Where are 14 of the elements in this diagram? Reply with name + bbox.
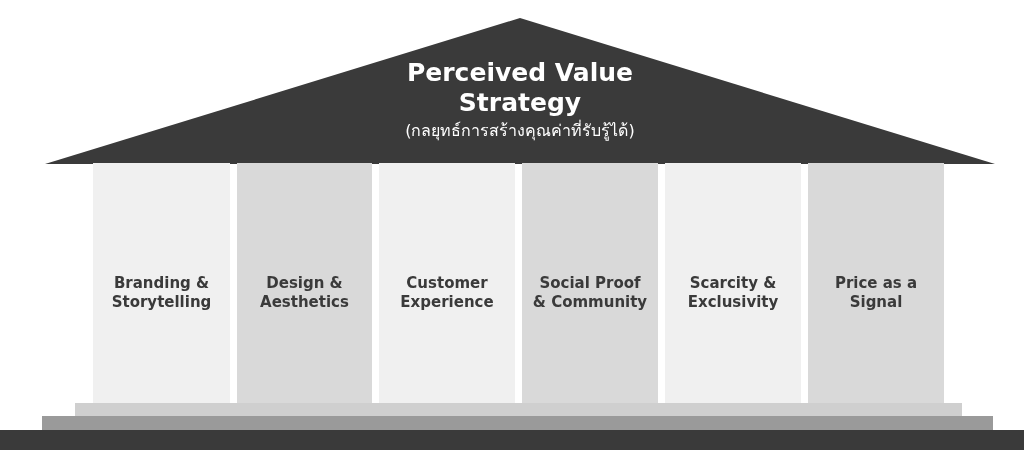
- pillar-column: [379, 163, 515, 403]
- pillar-label: Scarcity & Exclusivity: [686, 274, 780, 312]
- pillar-label: Price as a Signal: [833, 274, 919, 312]
- pillar-label: Social Proof & Community: [531, 274, 649, 312]
- roof-subtitle: (กลยุทธ์การสร้างคุณค่าที่รับรู้ได้): [404, 121, 636, 141]
- pillar-label: Branding & Storytelling: [110, 274, 213, 312]
- pillar-column: [522, 163, 658, 403]
- pillar-label: Design & Aesthetics: [259, 274, 350, 312]
- roof-title: Perceived Value Strategy: [406, 58, 634, 118]
- pillar-column: [808, 163, 944, 403]
- pillar-label: Customer Experience: [399, 274, 495, 312]
- pillar-column: [665, 163, 801, 403]
- pillar-column: [237, 163, 372, 403]
- pillar-column: [93, 163, 230, 403]
